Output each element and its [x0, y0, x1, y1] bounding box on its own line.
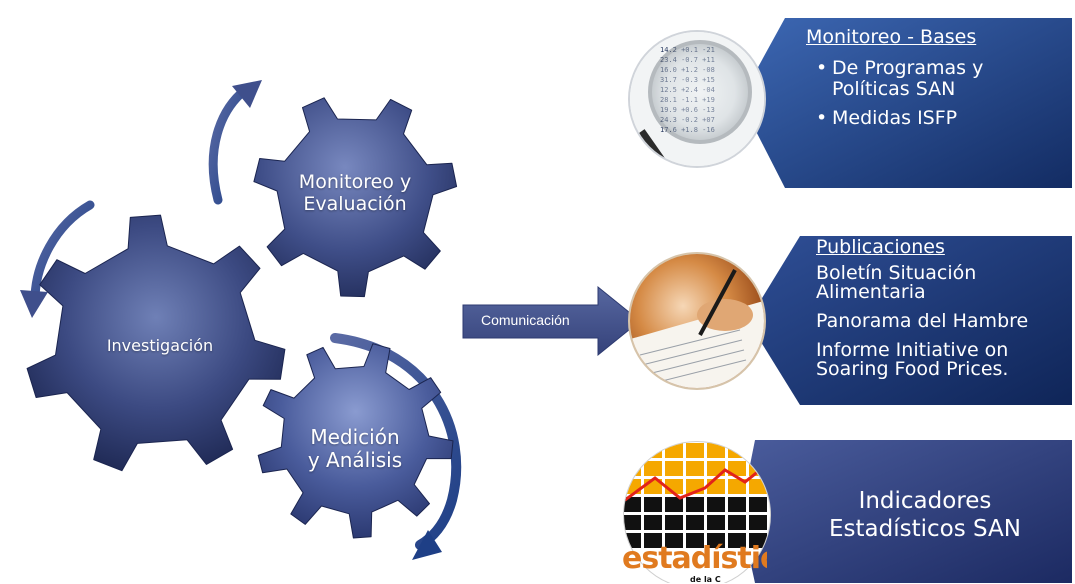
card-publicaciones: [748, 236, 1072, 405]
stats-grid-cell: [728, 461, 746, 476]
card-publicaciones-item: Boletín Situación Alimentaria: [816, 262, 977, 303]
curved-arrow-left-head: [20, 290, 48, 318]
card-publicaciones-item: Informe Initiative on Soaring Food Price…: [816, 339, 1009, 380]
gear-label-investigacion: Investigación: [106, 336, 214, 355]
stats-grid-cell: [686, 461, 704, 476]
gear-investigacion-body: [26, 214, 286, 472]
gear-label-medicion: Medición y Análisis: [280, 426, 430, 472]
hand-writing-thumbnail: [628, 252, 766, 390]
card-indicadores: [740, 440, 1072, 583]
stats-grid-cell: [707, 497, 725, 512]
card-indicadores-line2: Estadísticos SAN: [829, 515, 1021, 542]
stats-grid-cell: [728, 443, 746, 458]
gear-label-medicion-line1: Medición: [310, 425, 400, 449]
card-monitoreo-title: Monitoreo - Bases: [806, 26, 977, 48]
statistics-thumbnail: [623, 441, 771, 583]
stats-grid-cell: [624, 461, 641, 476]
magnifier-thumbnail: 14.2 +0.1 -21 23.4 -0.7 +11 16.0 +1.2 -0…: [628, 30, 766, 168]
stats-grid-cell: [686, 515, 704, 530]
statistics-thumbnail-text: estadístic: [622, 541, 767, 576]
stats-grid-cell: [665, 533, 683, 548]
stats-grid-cell: [728, 479, 746, 494]
stats-grid-cell: [707, 479, 725, 494]
stats-grid-cell: [644, 497, 662, 512]
gear-label-monitoreo-line2: Evaluación: [303, 192, 407, 215]
stats-grid-cell: [644, 533, 662, 548]
card-indicadores-text: Indicadores Estadísticos SAN: [800, 488, 1050, 543]
stats-grid-cell: [749, 515, 767, 530]
card-publicaciones-item: Panorama del Hambre: [816, 310, 1029, 332]
gear-label-monitoreo-line1: Monitoreo y: [298, 171, 412, 193]
card-monitoreo-text: Monitoreo - Bases •De Programas y Políti…: [806, 26, 1066, 129]
stats-grid-cell: [728, 497, 746, 512]
curved-arrow-top: [208, 85, 250, 205]
card-monitoreo-item-text: Medidas ISFP: [832, 106, 958, 129]
gear-medicion: [257, 343, 454, 539]
stats-grid-cell: [749, 533, 767, 548]
curved-arrow-left: [30, 200, 95, 305]
curved-arrow-right-head: [412, 530, 442, 560]
stats-grid-cell: [749, 497, 767, 512]
stats-grid-cell: [728, 533, 746, 548]
stats-grid-cell: [707, 443, 725, 458]
stats-grid-cell: [686, 533, 704, 548]
card-indicadores-line1: Indicadores: [858, 488, 992, 514]
gear-medicion-body: [257, 343, 454, 539]
card-monitoreo-item-text: De Programas y Políticas SAN: [832, 57, 984, 100]
card-monitoreo-item: •Medidas ISFP: [816, 106, 958, 129]
gear-label-monitoreo: Monitoreo y Evaluación: [270, 171, 440, 216]
stats-grid-cell: [624, 443, 641, 458]
gear-investigacion: [26, 214, 286, 472]
communication-arrow: [462, 285, 641, 357]
stats-grid-cell: [665, 461, 683, 476]
gear-monitoreo: [253, 97, 458, 298]
stats-grid-cell: [624, 497, 641, 512]
stats-grid-cell: [644, 461, 662, 476]
gear-label-medicion-line2: y Análisis: [307, 448, 403, 472]
curved-arrow-right: [330, 333, 462, 550]
card-publicaciones-title: Publicaciones: [816, 236, 945, 258]
curved-arrow-top-head: [232, 80, 262, 108]
card-monitoreo-bases: [740, 18, 1072, 188]
stats-grid-cell: [686, 443, 704, 458]
stats-grid-cell: [707, 515, 725, 530]
stats-grid-cell: [644, 515, 662, 530]
statistics-thumbnail-subtext: de la C: [690, 575, 721, 584]
stats-grid-cell: [707, 533, 725, 548]
stats-grid-cell: [665, 497, 683, 512]
cycle-arrows: [20, 80, 462, 560]
stats-grid-cell: [728, 515, 746, 530]
gear-monitoreo-body: [253, 97, 458, 298]
card-publicaciones-text: Publicaciones Boletín Situación Alimenta…: [816, 236, 1072, 379]
stats-grid-cell: [624, 515, 641, 530]
communication-arrow-label: Comunicación: [481, 312, 570, 328]
card-monitoreo-item: •De Programas y Políticas SAN: [816, 57, 984, 100]
stats-grid-cell: [686, 497, 704, 512]
stats-grid-cell: [665, 515, 683, 530]
